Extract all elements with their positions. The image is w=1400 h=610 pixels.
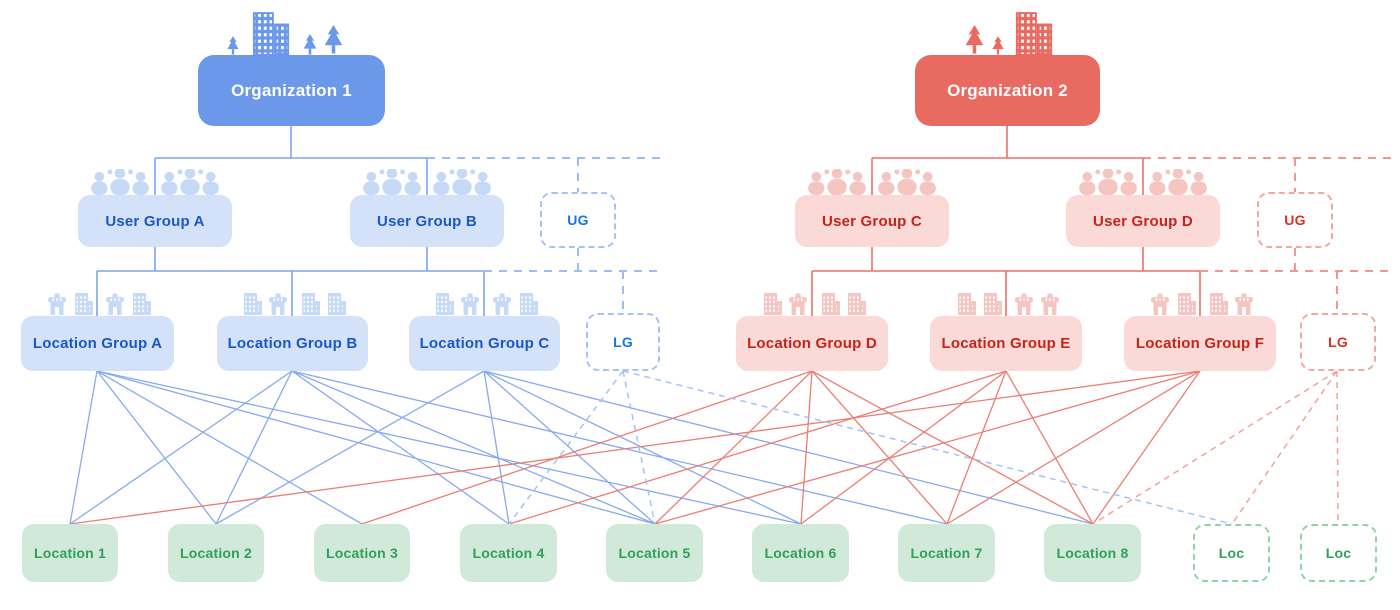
building-icon <box>764 293 782 315</box>
storefront-building-icons <box>764 293 866 315</box>
storefront-icon <box>1041 293 1059 315</box>
organization-2-node: Organization 2 <box>915 55 1100 126</box>
connector-line <box>69 370 1201 525</box>
location-8-node: Location 8 <box>1044 524 1141 582</box>
connector-line <box>800 370 813 525</box>
storefront-icon <box>461 293 479 315</box>
connector-line <box>811 370 1094 525</box>
building-icon <box>244 293 262 315</box>
connector-line <box>1092 370 1201 525</box>
location-7-node: Location 7 <box>898 524 995 582</box>
location-group-placeholder-red: LG <box>1300 313 1376 371</box>
storefront-icon <box>48 293 66 315</box>
location-placeholder-2: Loc <box>1300 524 1377 582</box>
user-group-placeholder-blue: UG <box>540 192 616 248</box>
storefront-icon <box>789 293 807 315</box>
people-group-icon <box>808 169 936 195</box>
building-icon <box>520 293 538 315</box>
connector-line <box>1336 370 1339 525</box>
storefront-building-icons <box>958 293 1059 315</box>
people-group-icon <box>363 169 491 195</box>
city-trees-icon <box>227 12 343 56</box>
people-group-icon <box>91 169 219 195</box>
connector-line <box>69 370 293 525</box>
connector-line <box>483 370 656 525</box>
building-icon <box>1210 293 1228 315</box>
connector-line <box>483 370 1094 525</box>
building-icon <box>75 293 93 315</box>
connector-line <box>291 370 948 525</box>
connector-line <box>946 370 1201 525</box>
location-group-a-node: Location Group A <box>21 316 174 371</box>
location-group-b-node: Location Group B <box>217 316 368 371</box>
city-trees-icon <box>965 12 1053 56</box>
connector-line <box>946 370 1007 525</box>
storefront-building-icons <box>244 293 346 315</box>
building-icon <box>848 293 866 315</box>
storefront-icon <box>106 293 124 315</box>
location-1-node: Location 1 <box>22 524 118 582</box>
building-icon <box>302 293 320 315</box>
connector-line <box>215 370 485 525</box>
connector-line <box>215 370 293 525</box>
connector-line <box>1092 370 1338 525</box>
storefront-building-icons <box>436 293 538 315</box>
user-group-d-node: User Group D <box>1066 195 1220 247</box>
location-group-e-node: Location Group E <box>930 316 1082 371</box>
connector-line <box>508 370 624 525</box>
storefront-building-icons <box>48 293 151 315</box>
building-icon <box>984 293 1002 315</box>
connector-line <box>800 370 1007 525</box>
connector-line <box>622 370 656 525</box>
connector-line <box>291 370 510 525</box>
user-group-c-node: User Group C <box>795 195 949 247</box>
location-placeholder-1: Loc <box>1193 524 1270 582</box>
building-icon <box>133 293 151 315</box>
connector-line <box>69 370 98 525</box>
storefront-icon <box>1151 293 1169 315</box>
building-icon <box>822 293 840 315</box>
location-5-node: Location 5 <box>606 524 703 582</box>
storefront-icon <box>493 293 511 315</box>
connector-line <box>483 370 510 525</box>
user-group-placeholder-red: UG <box>1257 192 1333 248</box>
location-group-placeholder-blue: LG <box>586 313 660 371</box>
location-group-d-node: Location Group D <box>736 316 888 371</box>
connector-line <box>654 370 813 525</box>
location-2-node: Location 2 <box>168 524 264 582</box>
location-group-f-node: Location Group F <box>1124 316 1276 371</box>
storefront-icon <box>1235 293 1253 315</box>
location-group-c-node: Location Group C <box>409 316 560 371</box>
user-group-b-node: User Group B <box>350 195 504 247</box>
connector-line <box>291 370 656 525</box>
connector-line <box>483 370 802 525</box>
connector-line <box>508 370 1007 525</box>
storefront-icon <box>1015 293 1033 315</box>
connector-line <box>811 370 948 525</box>
building-icon <box>328 293 346 315</box>
location-6-node: Location 6 <box>752 524 849 582</box>
connector-line <box>96 370 802 525</box>
location-4-node: Location 4 <box>460 524 557 582</box>
building-icon <box>958 293 976 315</box>
people-group-icon <box>1079 169 1207 195</box>
building-icon <box>436 293 454 315</box>
connector-line <box>1231 370 1338 525</box>
storefront-building-icons <box>1151 293 1253 315</box>
building-icon <box>1178 293 1196 315</box>
connector-line <box>1005 370 1094 525</box>
connector-line <box>96 370 656 525</box>
connector-line <box>96 370 217 525</box>
connector-line <box>96 370 363 525</box>
connector-line <box>361 370 813 525</box>
organization-1-node: Organization 1 <box>198 55 385 126</box>
user-group-a-node: User Group A <box>78 195 232 247</box>
location-3-node: Location 3 <box>314 524 410 582</box>
storefront-icon <box>269 293 287 315</box>
connector-line <box>622 370 1233 525</box>
